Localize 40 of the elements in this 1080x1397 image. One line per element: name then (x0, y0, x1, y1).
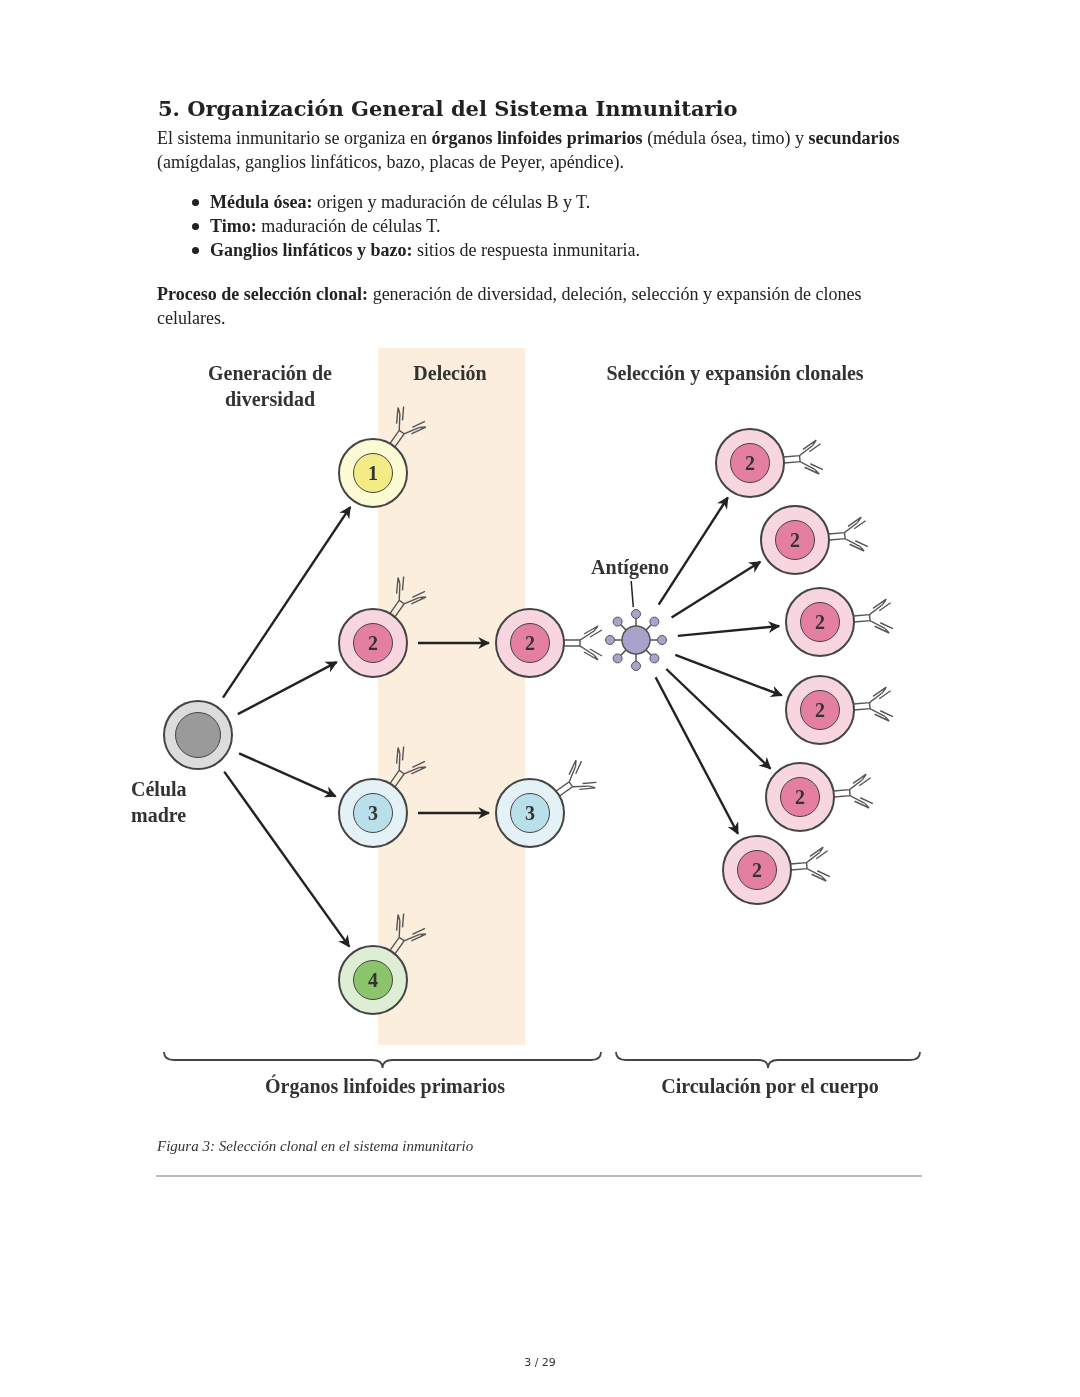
cell-number: 4 (368, 968, 378, 992)
figure-caption: Figura 3: Selección clonal en el sistema inmunitario (157, 1138, 475, 1155)
paragraph: Proceso de selección clonal: generación de diversidad, deleción, selección y expansión de clones celulares. (157, 283, 863, 330)
list-item: Timo: maduración de células T. (210, 215, 442, 238)
annotation-label: Antígeno (580, 554, 680, 580)
arrow (237, 661, 338, 716)
arrow (223, 770, 351, 948)
cell-number: 3 (525, 801, 535, 825)
bracket-label: Órganos linfoides primarios (264, 1073, 506, 1099)
list-item: Médula ósea: origen y maduración de células B y T. (210, 191, 592, 214)
arrow (418, 637, 491, 649)
arrow (654, 676, 739, 835)
cell-number: 2 (745, 451, 755, 475)
arrow (665, 668, 772, 770)
section-title: 5. Organización General del Sistema Inmunitario (158, 95, 739, 123)
column-heading: Generación de diversidad (207, 361, 333, 412)
column-heading: Deleción (412, 361, 488, 386)
cell-number: 2 (815, 698, 825, 722)
page-number: 3 / 29 (523, 1356, 557, 1369)
column-heading: Selección y expansión clonales (605, 361, 865, 386)
arrow (657, 496, 729, 606)
cell-number: 2 (795, 785, 805, 809)
list-item: Ganglios linfáticos y bazo: sitios de respuesta inmunitaria. (210, 239, 641, 262)
arrow (674, 653, 783, 698)
leader-line (630, 580, 635, 608)
cell-number: 2 (525, 631, 535, 655)
cell-number: 2 (815, 610, 825, 634)
cell-number: 2 (790, 528, 800, 552)
arrow (677, 621, 781, 638)
cell-number: 3 (368, 801, 378, 825)
paragraph: El sistema inmunitario se organiza en órganos linfoides primarios (médula ósea, timo) y secundarios (amígdalas, ganglios linfáticos, bazo, placas de Peyer, apéndice). (157, 127, 901, 174)
cell-label: Célula madre (131, 777, 188, 828)
cell-number: 2 (752, 858, 762, 882)
arrow (222, 506, 352, 699)
arrow (418, 807, 491, 819)
arrow (238, 752, 337, 798)
bracket-label: Circulación por el cuerpo (660, 1074, 880, 1099)
cell-number: 2 (368, 631, 378, 655)
cell-number: 1 (368, 461, 378, 485)
arrow (670, 560, 762, 619)
